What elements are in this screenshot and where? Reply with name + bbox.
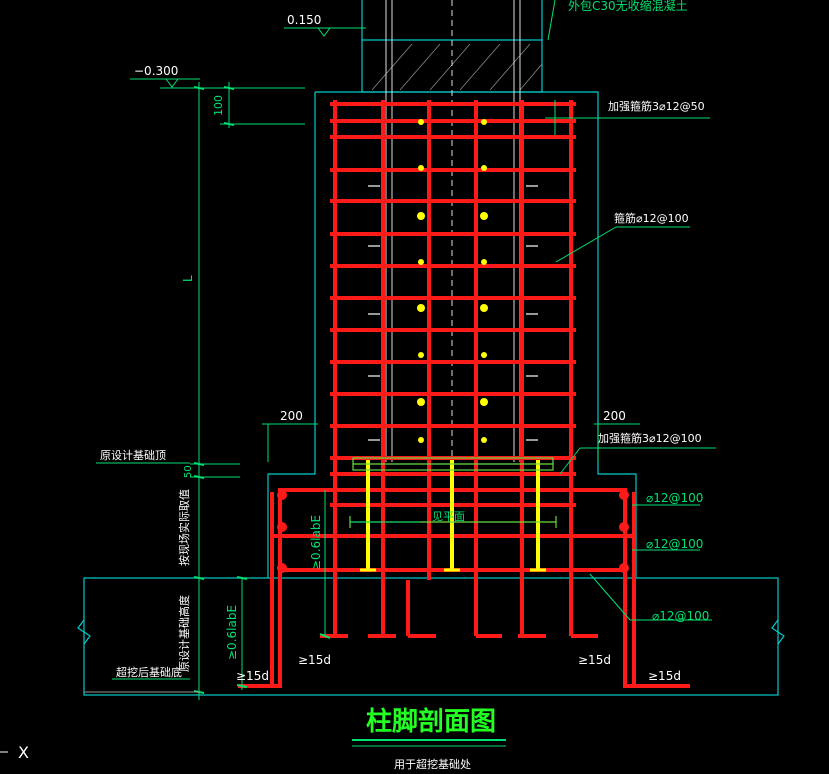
encasement-left xyxy=(267,92,316,578)
dimension-lines xyxy=(84,0,716,747)
dim-labe-upper: ≥0.6labE xyxy=(309,515,323,570)
stirrup-add-top-note: 加强箍筋3⌀12@50 xyxy=(608,99,705,113)
rebar-dots xyxy=(277,490,629,573)
bar-top-note: ⌀12@100 xyxy=(646,491,703,505)
ucs-x-label: X xyxy=(18,743,29,762)
column-hatch xyxy=(371,43,543,91)
bolt-stubs xyxy=(368,185,538,441)
stirrup-add-bottom-note: 加强箍筋3⌀12@100 xyxy=(598,431,702,445)
bar-mid-note: ⌀12@100 xyxy=(646,537,703,551)
annotation-text: 0.150 −0.300 外包C30无收缩混凝土 100 L 50 200 20… xyxy=(100,0,709,771)
dim-200-left: 200 xyxy=(280,409,303,423)
anchor-bolts xyxy=(360,460,546,572)
drawing-subtitle: 用于超挖基础处 xyxy=(394,757,471,771)
anchor-points xyxy=(417,119,488,443)
dim-50: 50 xyxy=(183,465,194,478)
dim-labe-lower: ≥0.6labE xyxy=(225,605,239,660)
hook-15d-left-upper: ≥15d xyxy=(298,653,331,667)
orig-foundation-height-note: 原设计基础高度 xyxy=(177,595,191,672)
stirrup-main-note: 箍筋⌀12@100 xyxy=(614,211,689,225)
hook-15d-left-lower: ≥15d xyxy=(236,669,269,683)
dim-100: 100 xyxy=(212,95,225,116)
hook-15d-right-lower: ≥15d xyxy=(648,669,681,683)
dim-L: L xyxy=(181,275,195,282)
dim-200-right: 200 xyxy=(603,409,626,423)
ucs-icon: X xyxy=(0,743,29,762)
bar-bottom-note: ⌀12@100 xyxy=(652,609,709,623)
existing-height-note: 按现场实际取值 xyxy=(177,489,191,566)
level-top: 0.150 xyxy=(287,13,321,27)
see-plan-note: 见平面 xyxy=(432,510,465,523)
rebar-cage xyxy=(238,100,690,688)
encase-concrete-note: 外包C30无收缩混凝土 xyxy=(568,0,688,13)
orig-foundation-top-note: 原设计基础顶 xyxy=(100,449,166,462)
hook-15d-right-upper: ≥15d xyxy=(578,653,611,667)
level-mid: −0.300 xyxy=(134,64,178,78)
drawing-title: 柱脚剖面图 xyxy=(366,706,496,737)
overexcavated-bottom-note: 超挖后基础底 xyxy=(116,665,182,679)
